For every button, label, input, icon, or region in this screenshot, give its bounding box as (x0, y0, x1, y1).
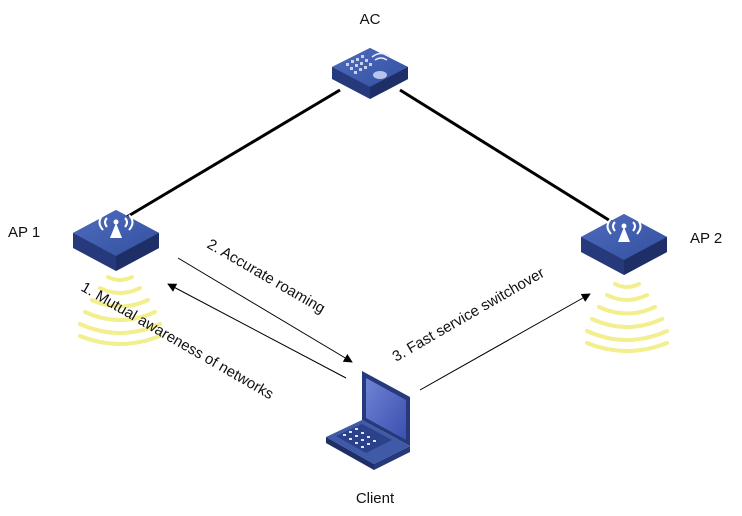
wifi-signal-waves-icon (585, 282, 669, 353)
link-ac-ap1 (124, 88, 341, 220)
access-controller-icon (332, 48, 408, 99)
wireless-access-point-icon (73, 210, 159, 271)
arrow-accurate-roaming (177, 257, 353, 363)
step-mutual-label: 1. Mutual awareness of networks (78, 279, 276, 403)
ap2-label: AP 2 (690, 230, 722, 247)
step-roaming-label: 2. Accurate roaming (204, 236, 328, 317)
laptop-icon (326, 371, 410, 470)
ap1-label: AP 1 (8, 224, 40, 241)
arrow-fast-switchover (419, 293, 591, 391)
wifi-signal-waves-icon (78, 275, 162, 346)
ac-label: AC (360, 11, 381, 28)
link-ac-ap2 (399, 88, 613, 224)
wireless-access-point-icon (581, 214, 667, 275)
client-label: Client (356, 490, 395, 507)
step-switchover-label: 3. Fast service switchover (390, 264, 548, 365)
arrow-mutual-awareness (167, 283, 347, 379)
